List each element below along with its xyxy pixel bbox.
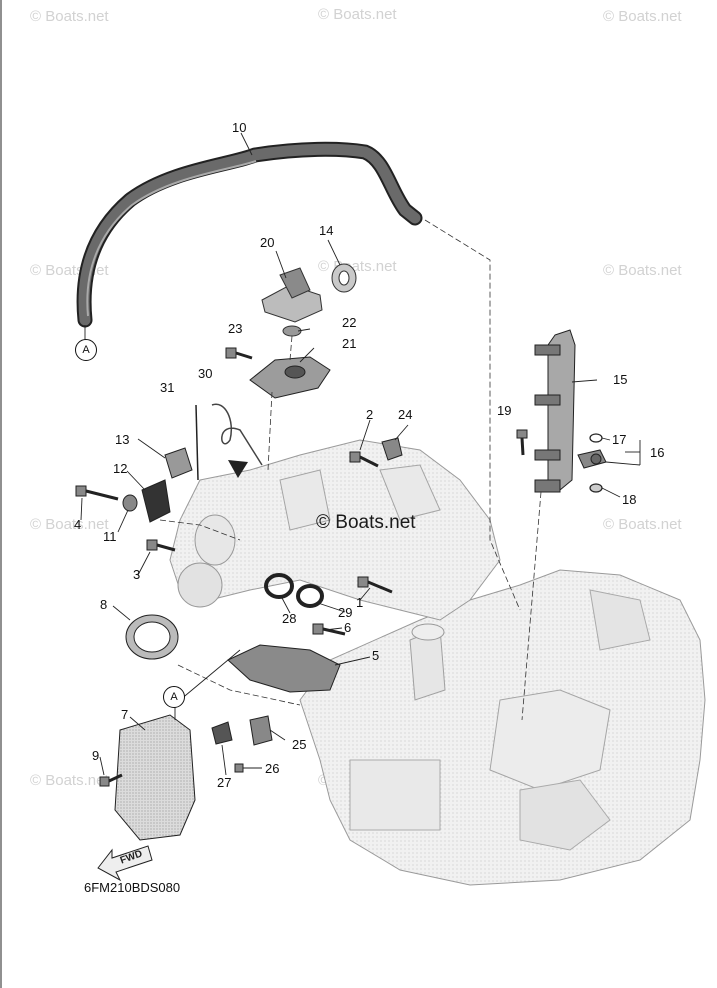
callout-5: 5 [372,648,380,663]
callout-16: 16 [650,445,665,460]
callout-28: 28 [282,611,297,626]
part-16-injector [577,449,607,469]
part-18-seal [589,483,603,493]
part-7-housing [114,714,196,841]
callout-8: 8 [100,597,108,612]
connector-label-a: A [75,339,97,361]
callout-9: 9 [92,748,100,763]
callout-21: 21 [342,336,357,351]
callout-4: 4 [74,517,82,532]
part-23-bolt [225,347,253,360]
part-17-o-ring [589,433,603,443]
callout-13: 13 [115,432,130,447]
fwd-arrow [97,845,153,882]
part-15-fuel-rail [534,329,576,493]
part-14-grommet [331,263,357,293]
callout-26: 26 [265,761,280,776]
part-9-bolt [99,773,123,787]
part-25-bracket [249,715,273,746]
callout-24: 24 [398,407,413,422]
callout-20: 20 [260,235,275,250]
callout-25: 25 [292,737,307,752]
alignment-lines [159,219,542,721]
callout-17: 17 [612,432,627,447]
callout-2: 2 [366,407,374,422]
connector-label-a: A [163,686,185,708]
callout-31: 31 [160,380,175,395]
callout-14: 14 [319,223,334,238]
watermark: © Boats.net [30,772,109,789]
watermark: © Boats.net [603,262,682,279]
part-21-bracket [249,356,331,399]
part-6-bolt [312,623,346,636]
part-19-bolt [516,429,528,456]
part-5-bracket [227,644,341,693]
part-30-wire [211,403,263,466]
watermark: © Boats.net [30,516,109,533]
callout-1: 1 [356,595,364,610]
part-28-clamp [264,573,294,599]
part-3-bolt [146,539,176,552]
engine-block [299,569,706,886]
part-13-clip [164,447,193,479]
part-24-clamp [381,437,403,461]
part-1-bolt [357,576,393,594]
part-4-bolt [75,485,119,501]
center-watermark: © Boats.net [316,512,416,533]
callout-30: 30 [198,366,213,381]
callout-11: 11 [103,529,117,544]
part-8-seal [125,614,179,660]
direction-arrow [228,460,248,478]
part-31-tie [195,404,199,481]
callout-3: 3 [133,567,141,582]
watermark: © Boats.net [30,8,109,25]
callout-7: 7 [121,707,129,722]
diagram-code: 6FM210BDS080 [84,880,181,895]
watermark: © Boats.net [603,516,682,533]
callout-10: 10 [232,120,247,135]
callout-12: 12 [113,461,128,476]
callout-15: 15 [613,372,628,387]
part-11-collar [122,494,138,512]
part-20-bracket [261,267,323,323]
leader-lines [80,132,641,776]
part-26-bolt [234,763,244,773]
callout-29: 29 [338,605,353,620]
intake-manifold [169,439,501,621]
callout-19: 19 [497,403,512,418]
callout-6: 6 [344,620,352,635]
callout-22: 22 [342,315,357,330]
watermark: © Boats.net [318,6,397,23]
part-29-clamp [296,584,324,608]
callout-23: 23 [228,321,243,336]
callout-18: 18 [622,492,637,507]
part-12-bracket [141,479,171,523]
watermark: © Boats.net [603,8,682,25]
hose-part-10 [76,141,423,328]
part-2-bolt [349,451,379,468]
part-27-clip [211,721,233,745]
callout-27: 27 [217,775,232,790]
